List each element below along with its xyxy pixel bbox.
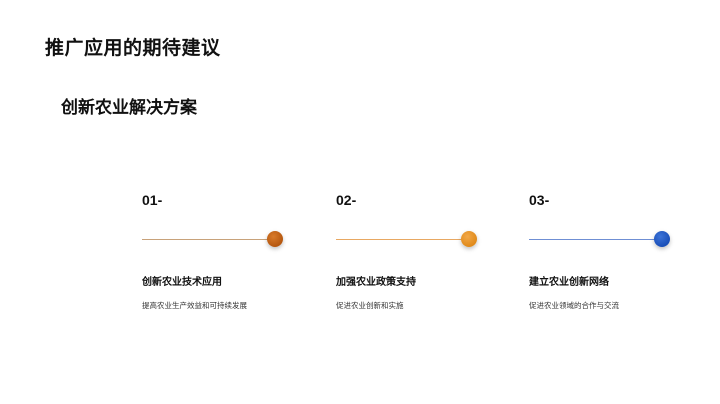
card-number: 03- bbox=[529, 192, 550, 208]
timeline-dot-icon bbox=[654, 231, 670, 247]
card-description: 提高农业生产效益和可持续发展 bbox=[142, 301, 247, 310]
timeline-dot-icon bbox=[267, 231, 283, 247]
timeline-line bbox=[142, 239, 272, 240]
card-3: 03- 建立农业创新网络 促进农业领域的合作与交流 bbox=[529, 192, 670, 322]
page-title: 推广应用的期待建议 bbox=[45, 37, 221, 59]
card-description: 促进农业创新和实施 bbox=[336, 301, 404, 310]
card-number: 02- bbox=[336, 192, 357, 208]
timeline-line bbox=[336, 239, 466, 240]
card-2: 02- 加强农业政策支持 促进农业创新和实施 bbox=[336, 192, 477, 322]
card-heading: 加强农业政策支持 bbox=[336, 277, 416, 288]
timeline-line bbox=[529, 239, 659, 240]
card-description: 促进农业领域的合作与交流 bbox=[529, 301, 619, 310]
section-title: 创新农业解决方案 bbox=[61, 98, 197, 118]
card-heading: 创新农业技术应用 bbox=[142, 277, 222, 288]
card-number: 01- bbox=[142, 192, 163, 208]
timeline-cards: 01- 创新农业技术应用 提高农业生产效益和可持续发展 02- 加强农业政策支持… bbox=[142, 192, 682, 322]
card-heading: 建立农业创新网络 bbox=[529, 277, 609, 288]
card-1: 01- 创新农业技术应用 提高农业生产效益和可持续发展 bbox=[142, 192, 283, 322]
timeline-dot-icon bbox=[461, 231, 477, 247]
